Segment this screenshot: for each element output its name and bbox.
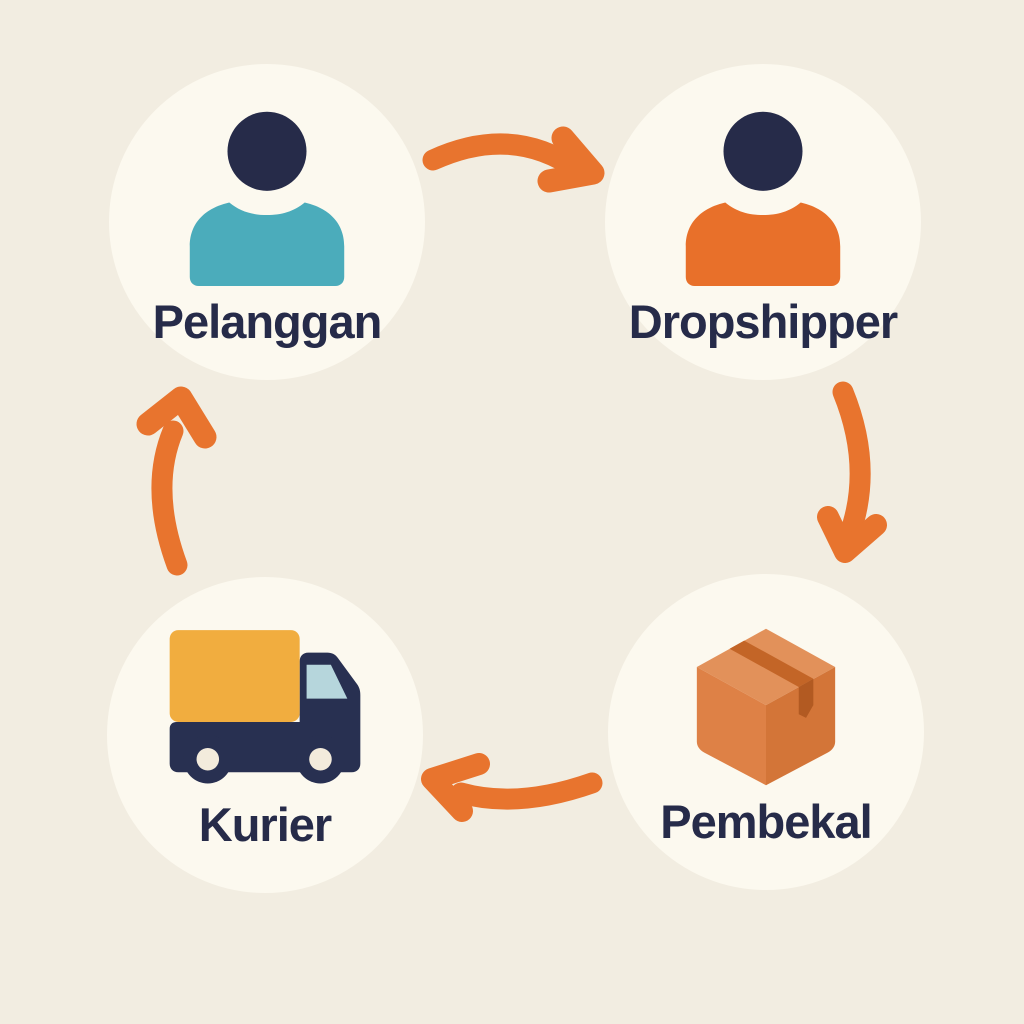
arrow-pembekal-to-kurier: [421, 753, 603, 822]
box-tape-flap: [798, 678, 814, 718]
dropshipper-person-icon: [685, 111, 841, 286]
box-right-face: [766, 666, 836, 786]
node-label-kurier: Kurier: [198, 797, 332, 851]
arrow-dropshipper-to-pembekal: [817, 381, 887, 563]
box-left-face: [696, 666, 766, 786]
person-head: [227, 111, 307, 191]
arrow-pelanggan-to-dropshipper: [422, 126, 605, 193]
customer-person-icon: [189, 111, 345, 286]
truck-window: [306, 664, 348, 699]
person-body: [189, 202, 345, 286]
package-box-icon: [696, 628, 836, 786]
truck-cargo-box: [169, 630, 300, 722]
node-label-pelanggan: Pelanggan: [152, 294, 383, 348]
box-tape: [729, 640, 814, 687]
node-label-pembekal: Pembekal: [660, 794, 872, 848]
delivery-truck-icon: [169, 630, 361, 784]
node-kurier: Kurier: [107, 577, 423, 893]
node-pembekal: Pembekal: [608, 574, 924, 890]
node-label-dropshipper: Dropshipper: [628, 294, 898, 348]
person-head: [723, 111, 803, 191]
truck-front-wheel-hub: [196, 747, 220, 771]
node-pelanggan: Pelanggan: [109, 64, 425, 380]
arrow-kurier-to-pelanggan: [136, 386, 217, 576]
truck-rear-wheel-hub: [309, 747, 332, 771]
node-dropshipper: Dropshipper: [605, 64, 921, 380]
person-body: [685, 202, 841, 286]
